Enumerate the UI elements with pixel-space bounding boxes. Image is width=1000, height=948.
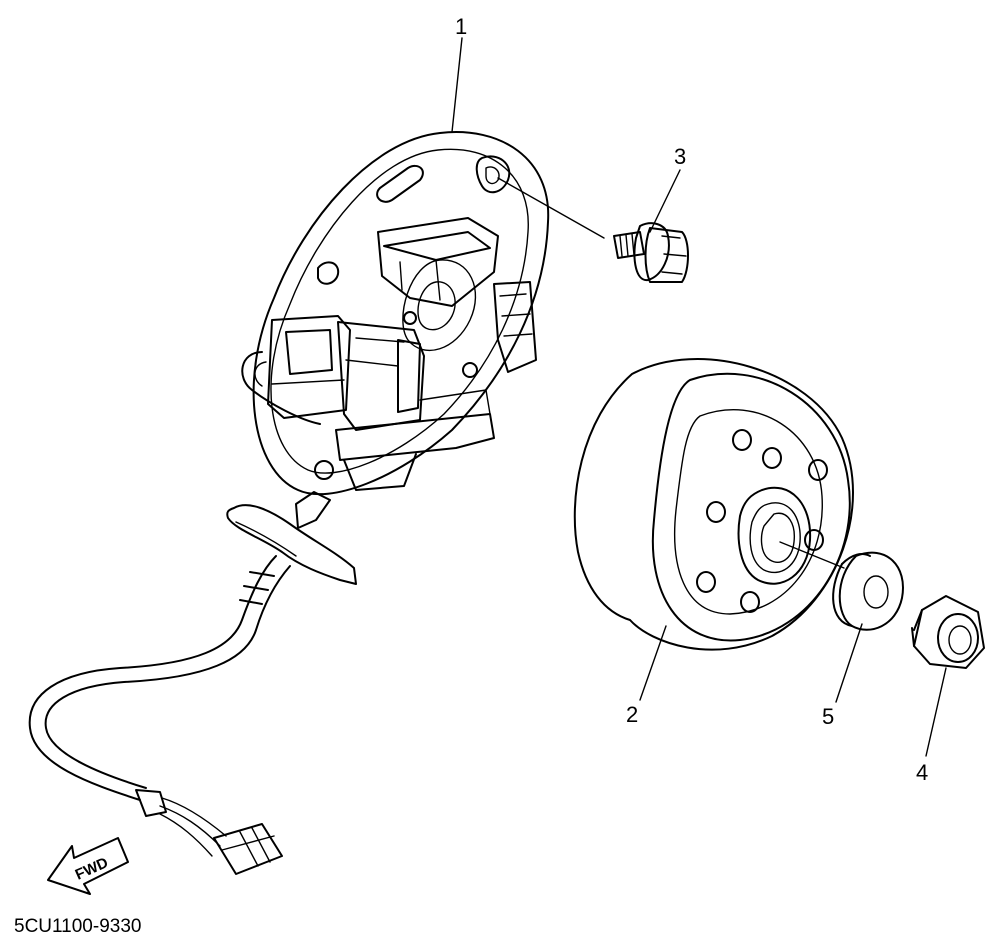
callout-4: 4 <box>916 760 928 785</box>
bolt <box>613 222 689 283</box>
callout-1: 1 <box>455 14 467 39</box>
callout-2: 2 <box>626 702 638 727</box>
diagram-code: 5CU1100-9330 <box>14 916 141 937</box>
leader-lines <box>451 37 947 757</box>
callout-5: 5 <box>822 704 834 729</box>
washer <box>832 551 904 631</box>
callout-3: 3 <box>674 144 686 169</box>
rotor-flywheel <box>573 358 854 651</box>
forward-direction-arrow: FWD <box>47 837 129 895</box>
stator-assembly <box>28 131 550 875</box>
nut <box>911 595 985 669</box>
